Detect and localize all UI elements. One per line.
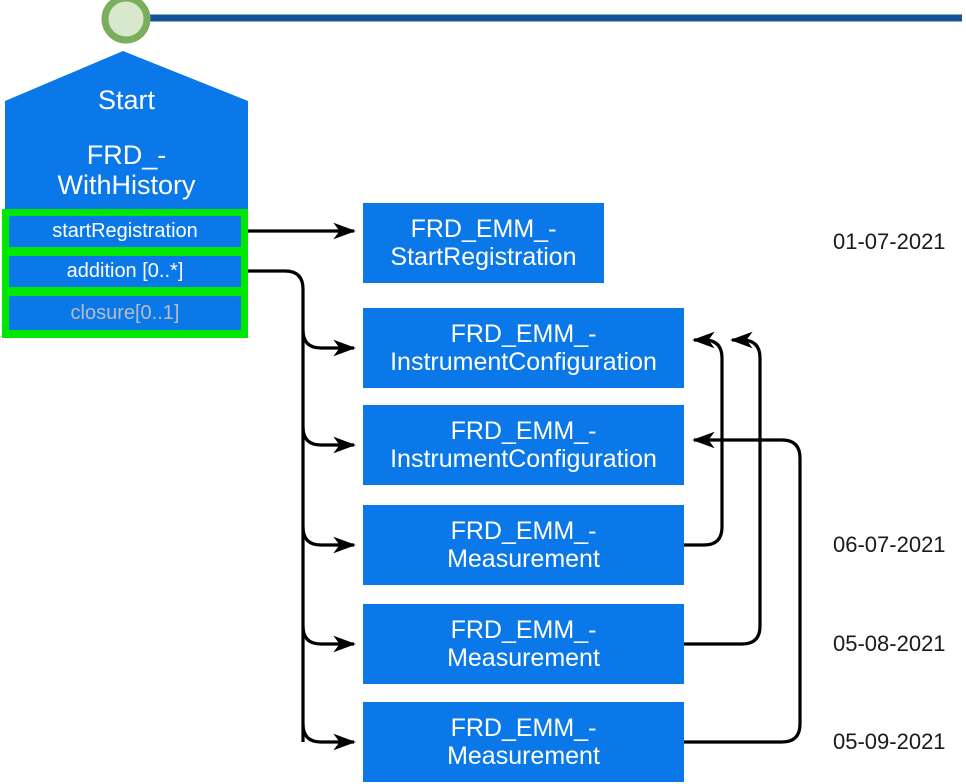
start-node-title: Start xyxy=(97,85,156,115)
process-box-measurement-3[interactable]: FRD_EMM_- Measurement xyxy=(363,702,684,782)
attribute-row-startregistration[interactable]: startRegistration xyxy=(9,216,241,247)
date-label-measurement-1: 06-07-2021 xyxy=(833,532,946,557)
process-box-measurement-2[interactable]: FRD_EMM_- Measurement xyxy=(363,604,684,684)
timeline-start-circle xyxy=(101,0,151,44)
date-label-start-registration: 01-07-2021 xyxy=(833,229,946,254)
process-box-startregistration[interactable]: FRD_EMM_- StartRegistration xyxy=(363,203,604,283)
process-box-instrumentconfiguration-2[interactable]: FRD_EMM_- InstrumentConfiguration xyxy=(363,405,684,485)
process-box-measurement-1[interactable]: FRD_EMM_- Measurement xyxy=(363,505,684,585)
start-node-pentagon xyxy=(5,51,248,210)
date-label-measurement-3: 05-09-2021 xyxy=(833,729,946,754)
date-label-measurement-2: 05-08-2021 xyxy=(833,631,946,656)
edge-addition-to-box5 xyxy=(301,625,356,653)
edge-addition-to-box4 xyxy=(301,526,356,554)
edge-measurement1-to-config1 xyxy=(684,331,724,547)
attribute-row-closure[interactable]: closure[0..1] xyxy=(9,296,241,330)
edge-addition-to-box2 xyxy=(301,329,356,357)
edge-measurement3-to-config2 xyxy=(684,431,802,744)
attribute-row-addition[interactable]: addition [0..*] xyxy=(9,256,241,287)
edge-measurement2-to-config1 xyxy=(684,331,762,646)
edge-addition-to-box3 xyxy=(301,426,356,454)
process-box-instrumentconfiguration-1[interactable]: FRD_EMM_- InstrumentConfiguration xyxy=(363,308,684,388)
start-node-subtitle: FRD_- WithHistory xyxy=(57,140,196,201)
edge-addition-trunk xyxy=(248,269,305,742)
edge-addition-to-box6 xyxy=(301,723,356,751)
